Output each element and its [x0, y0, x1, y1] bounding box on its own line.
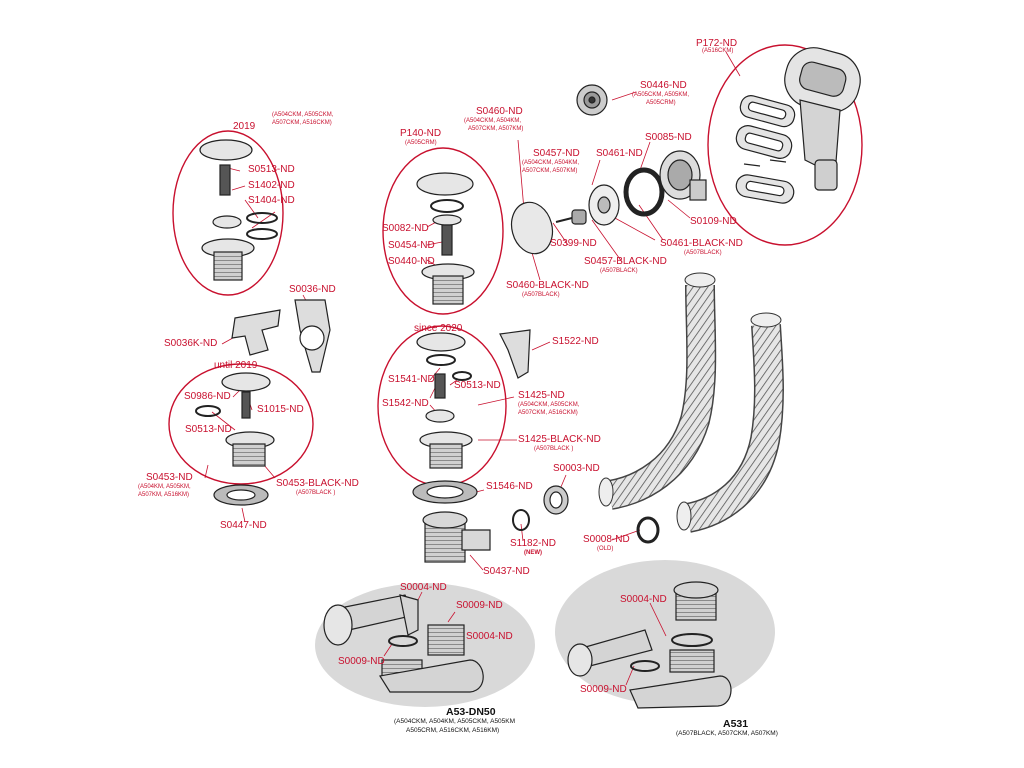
label-s1522: S1522-ND — [552, 336, 599, 347]
assembly-a531-parts — [567, 581, 732, 709]
label-s0446-sub1: (A505CKM, A505KM, — [632, 92, 690, 98]
label-s0453-sub2: A507KM, A516KM) — [138, 492, 190, 498]
label-s1425-sub1: (A504CKM, A505CKM, — [518, 402, 580, 408]
label-s1182-new: (NEW) — [524, 550, 542, 556]
label-s1425-black-sub: (A507BLACK ) — [534, 446, 574, 452]
label-s0004-c: S0004-ND — [620, 594, 667, 605]
callout-circle-until2019 — [168, 363, 314, 485]
label-s0513-b: S0513-ND — [185, 424, 232, 435]
label-s0460-black-sub: (A507BLACK) — [522, 292, 560, 298]
label-s0440: S0440-ND — [388, 256, 435, 267]
label-s0453-sub1: (A504KM, A505KM, — [138, 484, 191, 490]
label-p172-sub: (A516CKM) — [702, 48, 734, 54]
assembly-a53-parts — [323, 594, 484, 693]
label-s0453-black: S0453-BLACK-ND — [276, 478, 359, 489]
label-s0457-sub1: (A504CKM, A504KM, — [522, 160, 580, 166]
label-a53-dn50: A53-DN50 — [446, 706, 496, 718]
label-a531-sub: (A507BLACK, A507CKM, A507KM) — [676, 730, 778, 737]
label-s0003: S0003-ND — [553, 463, 600, 474]
label-s0036: S0036-ND — [289, 284, 336, 295]
label-s0085: S0085-ND — [645, 132, 692, 143]
label-s0446-sub2: A505CRM) — [646, 100, 676, 106]
callout-circle-p140 — [382, 147, 504, 315]
label-s0457-black: S0457-BLACK-ND — [584, 256, 667, 267]
label-s0437: S0437-ND — [483, 566, 530, 577]
label-s0399: S0399-ND — [550, 238, 597, 249]
flex-hose-right — [676, 312, 784, 533]
label-s1182: S1182-ND — [510, 538, 556, 549]
label-s0454: S0454-ND — [388, 240, 435, 251]
label-p140-sub: (A505CRM) — [405, 140, 437, 146]
waste-parts-until2019 — [195, 372, 275, 506]
label-s0446: S0446-ND — [640, 80, 687, 91]
label-s0453-black-sub: (A507BLACK ) — [296, 490, 336, 496]
clip-parts — [231, 299, 331, 373]
label-s0513-a: S0513-ND — [248, 164, 295, 175]
label-s1546: S1546-ND — [486, 481, 533, 492]
label-s1541: S1541-ND — [388, 374, 435, 385]
label-s1404: S1404-ND — [248, 195, 295, 206]
callout-circle-2019 — [172, 130, 284, 296]
label-until-2019: until 2019 — [214, 360, 258, 371]
waste-parts-since2020 — [416, 329, 531, 469]
label-s0513-c: S0513-ND — [454, 380, 501, 391]
trap-connectors — [412, 480, 660, 563]
label-a53-sub2: A505CRM, A516CKM, A516KM) — [406, 727, 500, 734]
label-s1425: S1425-ND — [518, 390, 565, 401]
label-s0447: S0447-ND — [220, 520, 267, 531]
flex-hose-left — [598, 272, 717, 510]
waste-parts-p140 — [416, 172, 475, 305]
label-s0009-b: S0009-ND — [338, 656, 385, 667]
label-s0004-b: S0004-ND — [466, 631, 513, 642]
label-s0457-sub2: A507CKM, A507KM) — [522, 168, 578, 174]
overflow-cover-p172 — [735, 47, 861, 204]
label-s1542: S1542-ND — [382, 398, 429, 409]
label-s0036k: S0036K-ND — [164, 338, 218, 349]
label-2019-sub2: A507CKM, A516CKM) — [272, 120, 332, 126]
label-s0461: S0461-ND — [596, 148, 643, 159]
label-s0082: S0082-ND — [382, 223, 429, 234]
waste-parts-2019 — [199, 139, 278, 281]
label-s1402: S1402-ND — [248, 180, 295, 191]
label-s0461-black: S0461-BLACK-ND — [660, 238, 743, 249]
label-2019-sub1: (A504CKM, A505CKM, — [272, 112, 334, 118]
label-s0004-a: S0004-ND — [400, 582, 447, 593]
label-since-2020: since 2020 — [414, 323, 463, 334]
label-p140: P140-ND — [400, 128, 442, 139]
label-s0009-a: S0009-ND — [456, 600, 503, 611]
overflow-parts — [510, 84, 707, 255]
label-s0008-old: (OLD) — [597, 546, 614, 552]
label-a531: A531 — [723, 718, 749, 730]
label-s0109: S0109-ND — [690, 216, 737, 227]
label-s1425-sub2: A507CKM, A516CKM) — [518, 410, 578, 416]
label-2019: 2019 — [233, 121, 256, 132]
label-s0009-c: S0009-ND — [580, 684, 627, 695]
label-s0986: S0986-ND — [184, 391, 231, 402]
label-s0460-sub2: A507CKM, A507KM) — [468, 126, 524, 132]
label-s0460: S0460-ND — [476, 106, 523, 117]
label-s0461-black-sub: (A507BLACK) — [684, 250, 722, 256]
callout-circle-p172 — [707, 44, 863, 246]
label-s0457-black-sub: (A507BLACK) — [600, 268, 638, 274]
label-s0460-sub1: (A504CKM, A504KM, — [464, 118, 522, 124]
label-s1425-black: S1425-BLACK-ND — [518, 434, 601, 445]
label-p172: P172-ND — [696, 38, 738, 49]
label-s0453: S0453-ND — [146, 472, 193, 483]
label-s0457: S0457-ND — [533, 148, 580, 159]
label-s0008: S0008-ND — [583, 534, 630, 545]
label-a53-sub1: (A504CKM, A504KM, A505CKM, A505KM — [394, 718, 516, 725]
assembly-a531-ellipse — [555, 560, 775, 704]
label-s0460-black: S0460-BLACK-ND — [506, 280, 589, 291]
label-s1015: S1015-ND — [257, 404, 304, 415]
